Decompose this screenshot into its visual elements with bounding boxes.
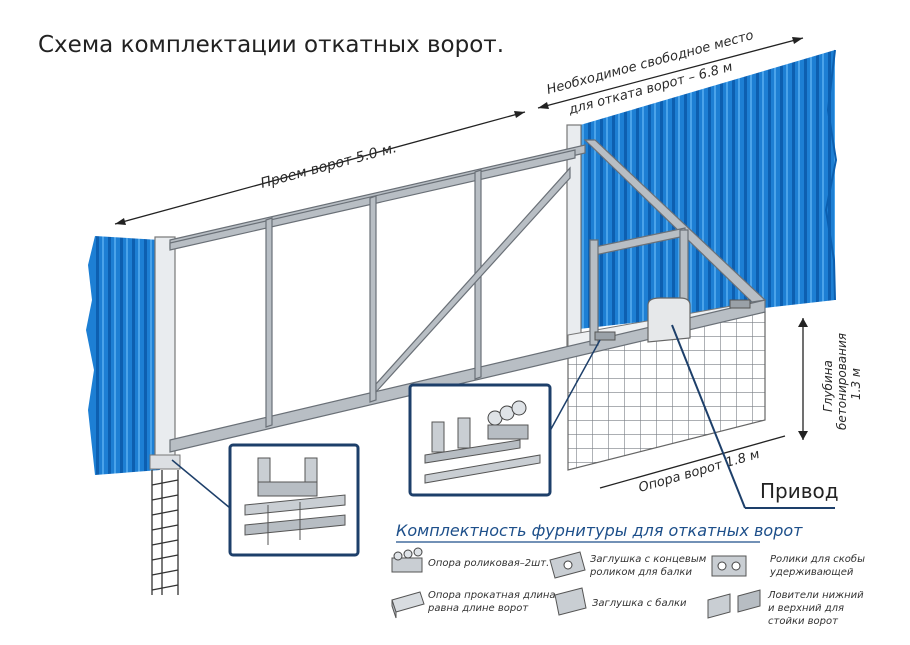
rail-profile-icon xyxy=(391,591,425,619)
gate-frame xyxy=(169,139,767,453)
end-cap-icon xyxy=(554,587,587,616)
dimension-lines xyxy=(114,37,804,489)
drive-leader xyxy=(671,324,746,509)
page-title: Схема комплектации откатных ворот. xyxy=(38,32,504,58)
kit-item-3-line2: удерживающей xyxy=(769,567,854,578)
dimension-arrows xyxy=(115,37,808,440)
kit-item-4-line1: Опора прокатная длина xyxy=(428,590,556,601)
roller-left xyxy=(594,331,616,341)
fence-right xyxy=(570,50,835,330)
drive-unit xyxy=(647,297,691,343)
kit-title: Комплектность фурнитуры для откатных вор… xyxy=(396,521,803,540)
kit-item-3-line1: Ролики для скобы xyxy=(770,553,865,565)
roller-right xyxy=(729,299,751,309)
dimension-opening: Проем ворот 5.0 м. xyxy=(259,140,399,192)
dimension-foundation-1: Глубина xyxy=(821,360,835,412)
inset-catcher xyxy=(171,443,360,557)
kit-item-2-line1: Заглушка с концевым xyxy=(590,554,707,565)
kit-item-4-line2: равна длине ворот xyxy=(427,603,529,614)
catchers-icon xyxy=(707,589,761,619)
drive-label: Привод xyxy=(760,479,839,503)
left-post xyxy=(149,236,181,595)
kit-item-1-line1: Опора роликовая–2шт. xyxy=(428,558,549,569)
roller-support-icon xyxy=(391,547,423,573)
dimension-support: Опора ворот 1.8 м xyxy=(637,447,762,496)
dimension-foundation-3: 1.3 м xyxy=(849,368,863,400)
kit-item-6-line3: стойки ворот xyxy=(768,616,839,627)
kit-item-6-line2: и верхний для xyxy=(768,603,844,614)
kit-item-2-line2: роликом для балки xyxy=(589,566,692,578)
fence-left xyxy=(95,236,160,475)
kit-item-5-line1: Заглушка с балки xyxy=(592,597,687,609)
kit-item-6-line1: Ловители нижний xyxy=(767,590,864,601)
inset-rollers xyxy=(408,339,601,497)
dimension-foundation-2: бетонирования xyxy=(835,333,849,430)
end-cap-roller-icon xyxy=(549,551,586,579)
top-rollers-icon xyxy=(711,555,747,577)
